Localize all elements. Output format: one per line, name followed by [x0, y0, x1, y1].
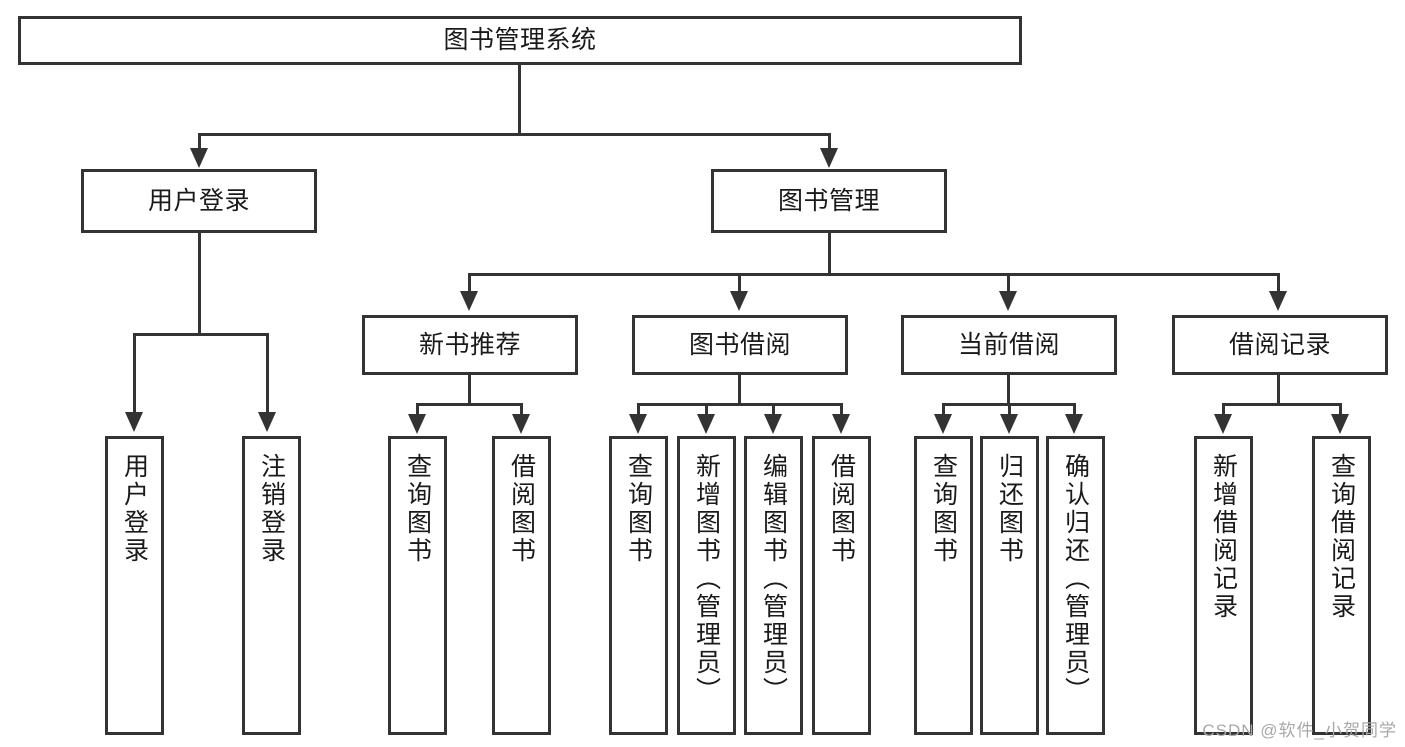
node-label: 当前借阅 [957, 330, 1060, 359]
arrowhead-borrow-record [1269, 291, 1287, 311]
connector-root-stem [518, 65, 521, 135]
connector-book-manage-to-book-borrow [738, 273, 741, 293]
arrowhead-leaf-borrow-book-1 [512, 414, 530, 434]
connector-new-book-to-leaf-1 [416, 403, 419, 417]
connector-current-borrow-to-leaf-3 [1073, 403, 1076, 417]
leaf-return-book[interactable]: 归还图书 [980, 436, 1039, 735]
connector-book-manage-to-borrow-record [1277, 273, 1280, 293]
node-label: 用户登录 [120, 453, 149, 565]
arrowhead-leaf-confirm-return [1065, 414, 1083, 434]
node-user-login[interactable]: 用户登录 [81, 169, 317, 233]
node-root-library-system[interactable]: 图书管理系统 [18, 16, 1022, 65]
arrowhead-leaf-logout-login [258, 412, 276, 432]
leaf-query-borrow-record[interactable]: 查询借阅记录 [1312, 436, 1371, 735]
connector-user-login-to-leaf-1 [133, 333, 136, 413]
node-label: 注销登录 [257, 453, 286, 565]
arrowhead-leaf-return-book [1000, 414, 1018, 434]
connector-borrow-record-to-leaf-1 [1222, 403, 1225, 417]
arrowhead-leaf-query-book-3 [934, 414, 952, 434]
arrowhead-new-book-recommend [460, 291, 478, 311]
node-label: 图书管理系统 [443, 26, 597, 55]
node-label: 用户登录 [147, 186, 250, 215]
node-label: 借阅图书 [827, 453, 856, 565]
connector-current-borrow-stem [1007, 375, 1010, 405]
leaf-query-book-1[interactable]: 查询图书 [388, 436, 447, 735]
arrowhead-leaf-borrow-book-2 [832, 414, 850, 434]
connector-book-borrow-to-leaf-2 [705, 403, 708, 417]
leaf-user-login[interactable]: 用户登录 [105, 436, 164, 735]
connector-current-borrow-to-leaf-1 [942, 403, 945, 417]
node-new-book-recommend[interactable]: 新书推荐 [362, 315, 578, 375]
leaf-borrow-book-1[interactable]: 借阅图书 [492, 436, 551, 735]
leaf-logout-login[interactable]: 注销登录 [242, 436, 301, 735]
node-label: 查询借阅记录 [1327, 453, 1356, 621]
connector-book-manage-bus [468, 273, 1280, 276]
connector-root-to-user-login [198, 133, 201, 153]
arrowhead-leaf-query-borrow-record [1331, 414, 1349, 434]
node-label: 查询图书 [929, 453, 958, 565]
arrowhead-user-login [190, 148, 208, 168]
arrowhead-leaf-query-book-2 [629, 414, 647, 434]
leaf-add-book[interactable]: 新增图书（管理员） [677, 436, 736, 735]
leaf-confirm-return[interactable]: 确认归还（管理员） [1046, 436, 1105, 735]
node-borrow-record[interactable]: 借阅记录 [1172, 315, 1388, 375]
connector-book-manage-to-new-book [468, 273, 471, 293]
connector-new-book-to-leaf-2 [520, 403, 523, 417]
connector-book-borrow-to-leaf-4 [840, 403, 843, 417]
leaf-add-borrow-record[interactable]: 新增借阅记录 [1194, 436, 1253, 735]
csdn-watermark: CSDN @软件_小贺同学 [1202, 721, 1397, 740]
arrowhead-leaf-edit-book [764, 414, 782, 434]
leaf-query-book-2[interactable]: 查询图书 [609, 436, 668, 735]
connector-new-book-bus [416, 403, 523, 406]
arrowhead-leaf-query-book-1 [408, 414, 426, 434]
arrowhead-leaf-add-book [697, 414, 715, 434]
node-label: 新增借阅记录 [1209, 453, 1238, 621]
connector-user-login-to-leaf-2 [266, 333, 269, 413]
arrowhead-book-borrow [730, 291, 748, 311]
connector-book-manage-to-current-borrow [1007, 273, 1010, 293]
connector-borrow-record-stem [1277, 375, 1280, 405]
node-label: 图书借阅 [688, 330, 791, 359]
connector-new-book-stem [468, 375, 471, 405]
node-label: 新增图书（管理员） [692, 453, 721, 705]
node-label: 查询图书 [403, 453, 432, 565]
node-label: 借阅记录 [1228, 330, 1331, 359]
leaf-edit-book[interactable]: 编辑图书（管理员） [744, 436, 803, 735]
node-current-borrow[interactable]: 当前借阅 [901, 315, 1117, 375]
arrowhead-leaf-add-borrow-record [1214, 414, 1232, 434]
leaf-query-book-3[interactable]: 查询图书 [914, 436, 973, 735]
connector-user-login-bus [133, 333, 269, 336]
node-label: 确认归还（管理员） [1061, 453, 1090, 705]
connector-current-borrow-to-leaf-2 [1008, 403, 1011, 417]
node-label: 借阅图书 [507, 453, 536, 565]
node-label: 新书推荐 [418, 330, 521, 359]
node-label: 编辑图书（管理员） [759, 453, 788, 705]
connector-book-manage-stem [828, 233, 831, 275]
connector-book-borrow-to-leaf-3 [772, 403, 775, 417]
connector-book-borrow-to-leaf-1 [637, 403, 640, 417]
node-book-borrow[interactable]: 图书借阅 [632, 315, 848, 375]
arrowhead-leaf-user-login [125, 412, 143, 432]
connector-root-bus [198, 133, 831, 136]
node-label: 归还图书 [995, 453, 1024, 565]
arrowhead-book-manage [820, 148, 838, 168]
connector-book-borrow-stem [738, 375, 741, 405]
connector-borrow-record-bus [1222, 403, 1342, 406]
connector-book-borrow-bus [637, 403, 843, 406]
node-book-manage[interactable]: 图书管理 [711, 169, 947, 233]
arrowhead-current-borrow [999, 291, 1017, 311]
node-label: 查询图书 [624, 453, 653, 565]
node-label: 图书管理 [777, 186, 880, 215]
connector-borrow-record-to-leaf-2 [1339, 403, 1342, 417]
connector-user-login-stem [198, 233, 201, 335]
leaf-borrow-book-2[interactable]: 借阅图书 [812, 436, 871, 735]
connector-root-to-book-manage [828, 133, 831, 153]
